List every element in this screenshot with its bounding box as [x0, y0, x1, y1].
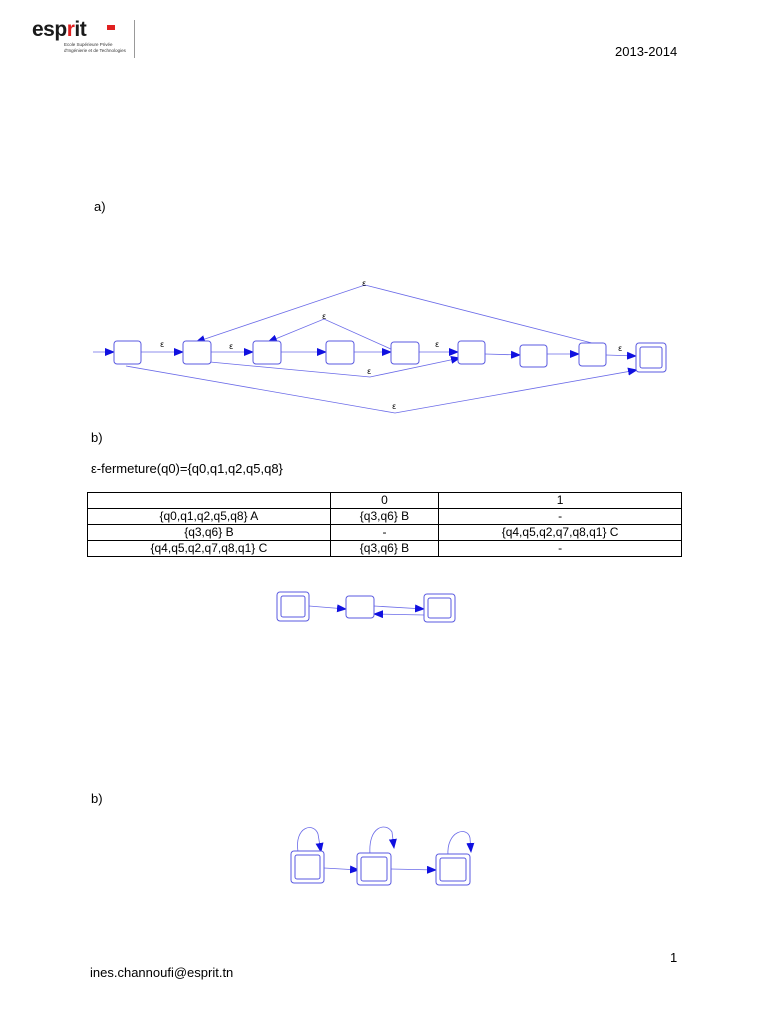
self-loop-edge	[369, 826, 397, 855]
transition-edge	[308, 604, 347, 613]
page-number: 1	[670, 950, 678, 965]
logo-flag-icon	[107, 25, 115, 30]
min-dfa-diagram	[290, 826, 475, 886]
logo-wordmark: esprit	[32, 18, 87, 41]
section-a-label: a)	[94, 199, 106, 214]
dfa-diagram	[276, 591, 456, 623]
transition-edge	[373, 610, 425, 619]
transition-edge	[373, 604, 425, 613]
epsilon-label: ε	[435, 340, 439, 349]
epsilon-closure-text: ε-fermeture(q0)={q0,q1,q2,q5,q8}	[91, 461, 283, 476]
table-cell: {q4,q5,q2,q7,q8,q1} C	[438, 524, 682, 541]
esprit-logo: esprit Ecole Supérieure Privée d'Ingénie…	[30, 18, 138, 60]
nfa-state	[519, 344, 548, 368]
author-email: ines.channoufi@esprit.tn	[90, 965, 234, 980]
min-dfa-accept-state-inner	[360, 856, 388, 882]
dfa-accept-state-inner	[427, 597, 452, 619]
table-cell: {q4,q5,q2,q7,q8,q1} C	[87, 540, 331, 557]
transition-edge	[390, 865, 437, 874]
epsilon-edge	[209, 355, 461, 378]
table-cell: {q3,q6} B	[329, 540, 440, 557]
section-b-label: b)	[91, 430, 103, 445]
epsilon-label: ε	[160, 340, 164, 349]
epsilon-label: ε	[618, 344, 622, 353]
nfa-state	[457, 340, 486, 365]
dfa-accept-state-inner	[280, 595, 306, 618]
epsilon-loop-edge	[195, 284, 593, 344]
dfa-transition-table: 0 1 {q0,q1,q2,q5,q8} A {q3,q6} B - {q3,q…	[87, 492, 682, 557]
transition-edge	[484, 350, 521, 359]
epsilon-label: ε	[362, 279, 366, 288]
nfa-state	[325, 340, 355, 365]
epsilon-label: ε	[322, 312, 326, 321]
nfa-diagram: ε ε ε ε ε ε ε ε	[93, 279, 667, 414]
epsilon-loop-edge	[267, 318, 394, 351]
nfa-state	[390, 341, 420, 365]
self-loop-edge	[297, 827, 324, 853]
epsilon-label: ε	[392, 402, 396, 411]
logo-divider	[134, 20, 135, 58]
section-b2-label: b)	[91, 791, 103, 806]
nfa-state	[182, 340, 212, 365]
epsilon-bypass-edge	[125, 365, 638, 414]
dfa-state	[345, 595, 375, 619]
min-dfa-accept-state-inner	[294, 854, 321, 880]
table-row: {q4,q5,q2,q7,q8,q1} C {q3,q6} B -	[87, 540, 682, 557]
academic-year: 2013-2014	[615, 44, 678, 59]
nfa-state	[578, 342, 607, 367]
logo-subtitle-line1: Ecole Supérieure Privée	[64, 42, 113, 47]
transition-edge	[605, 351, 637, 360]
self-loop-edge	[447, 831, 475, 857]
epsilon-label: ε	[229, 342, 233, 351]
nfa-state	[252, 340, 282, 365]
transition-edge	[323, 865, 360, 874]
epsilon-label: ε	[367, 367, 371, 376]
nfa-accept-state-inner	[639, 346, 663, 369]
logo-subtitle-line2: d'Ingénierie et de Technologies	[64, 48, 126, 53]
table-cell: -	[438, 540, 682, 557]
min-dfa-accept-state-inner	[439, 857, 467, 882]
nfa-state	[113, 340, 142, 365]
